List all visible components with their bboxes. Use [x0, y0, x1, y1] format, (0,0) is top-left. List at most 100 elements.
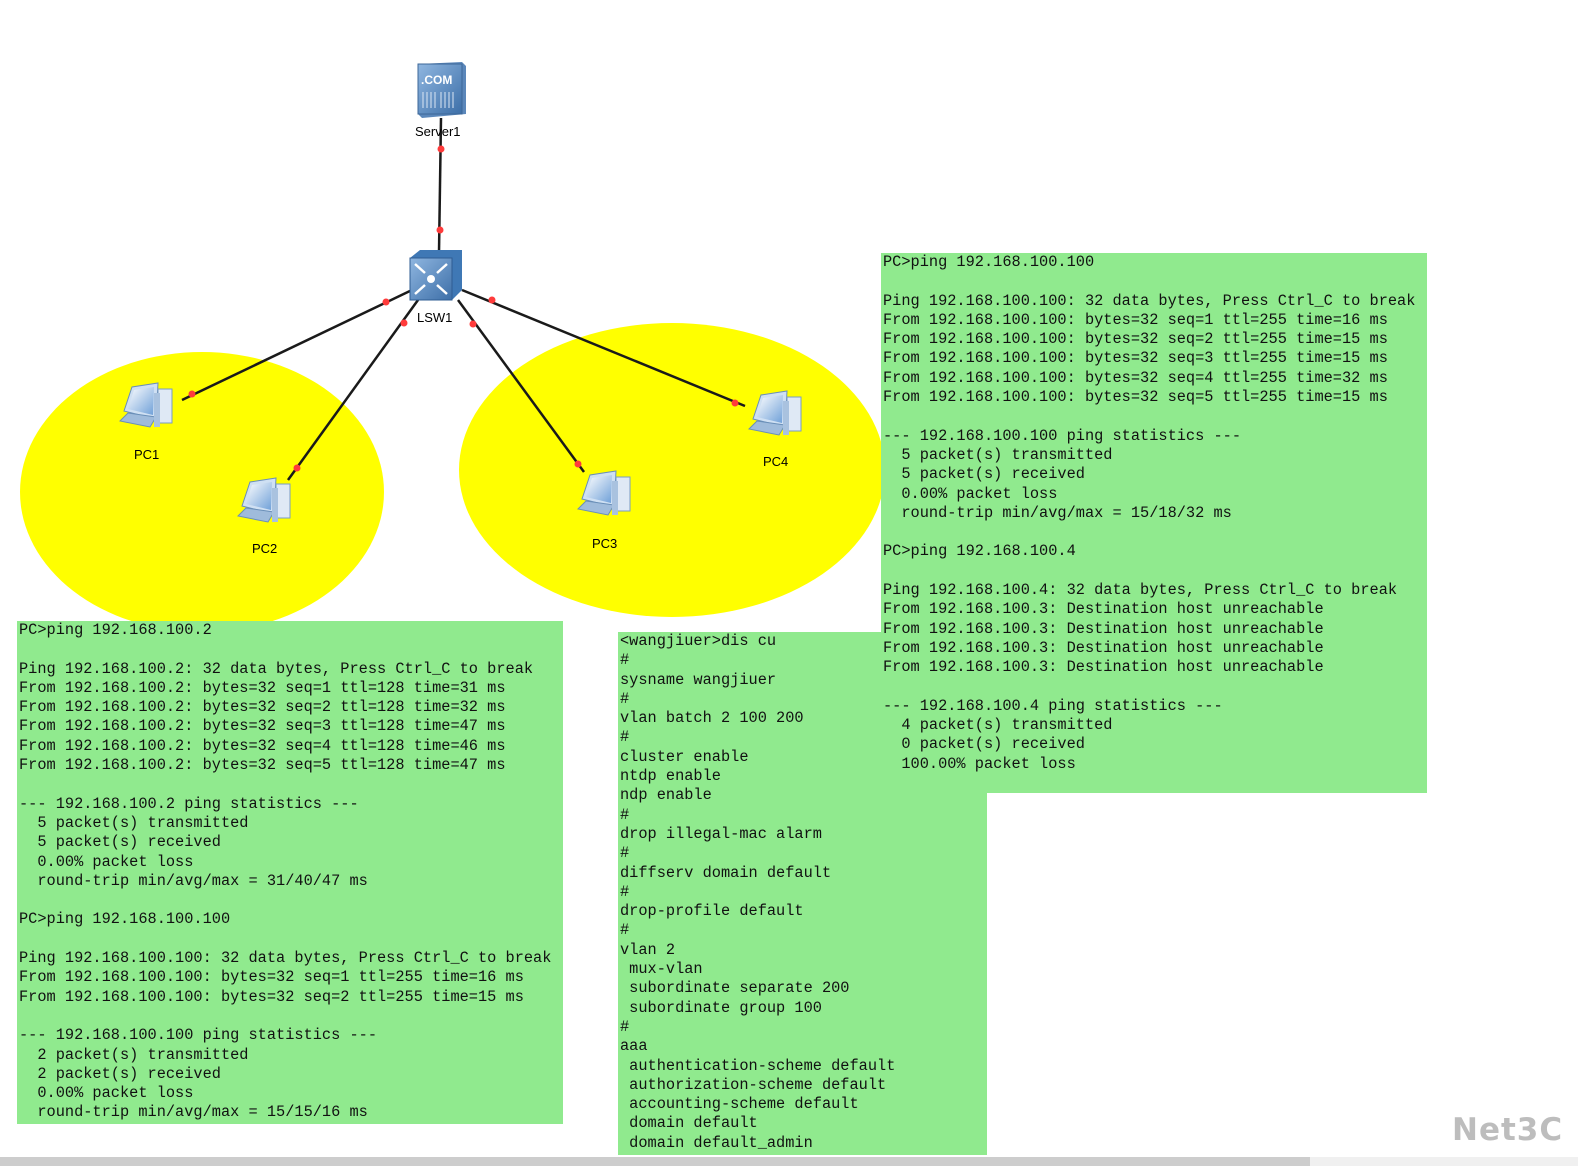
terminal-line: subordinate group 100	[620, 998, 822, 1017]
terminal-line	[883, 562, 1427, 581]
terminal-line	[19, 891, 563, 910]
link-lsw1-pc1[interactable]	[181, 288, 413, 402]
node-label: PC4	[763, 454, 788, 469]
terminal-line: Ping 192.168.100.100: 32 data bytes, Pre…	[19, 949, 552, 968]
server1-node[interactable]: .COM Server1	[415, 62, 466, 139]
terminal-line: <wangjiuer>dis cu	[620, 632, 777, 650]
terminal-line: #	[620, 1017, 630, 1036]
terminal-line: From 192.168.100.100: bytes=32 seq=3 ttl…	[883, 349, 1388, 368]
terminal-line: round-trip min/avg/max = 31/40/47 ms	[19, 871, 368, 890]
terminal-line: From 192.168.100.2: bytes=32 seq=3 ttl=1…	[19, 717, 506, 736]
terminal-line	[883, 272, 1427, 291]
terminal-line: round-trip min/avg/max = 15/15/16 ms	[19, 1103, 368, 1122]
server-badge: .COM	[421, 73, 452, 87]
terminal-line: From 192.168.100.100: bytes=32 seq=4 ttl…	[883, 368, 1388, 387]
terminal-line: vlan batch 2 100 200	[620, 709, 804, 728]
terminal-line: From 192.168.100.100: bytes=32 seq=1 ttl…	[19, 968, 524, 987]
terminal-line: #	[620, 651, 630, 670]
terminal-line: 100.00% packet loss	[883, 754, 1076, 773]
terminal-line: From 192.168.100.3: Destination host unr…	[883, 638, 1324, 657]
terminal-line: sysname wangjiuer	[620, 670, 777, 689]
terminal-line: PC>ping 192.168.100.4	[883, 542, 1076, 561]
terminal-line: subordinate separate 200	[620, 979, 850, 998]
terminal-line: From 192.168.100.2: bytes=32 seq=5 ttl=1…	[19, 756, 506, 775]
terminal-line: authorization-scheme default	[620, 1075, 887, 1094]
terminal-line: PC>ping 192.168.100.2	[19, 621, 212, 639]
port-markers	[188, 145, 739, 472]
node-label: PC3	[592, 536, 617, 551]
terminal-line	[883, 407, 1427, 426]
node-label: PC2	[252, 541, 277, 556]
terminal-line: From 192.168.100.100: bytes=32 seq=1 ttl…	[883, 310, 1388, 329]
server-icon: .COM	[417, 62, 466, 118]
terminal-line: #	[620, 882, 630, 901]
terminal-line: From 192.168.100.2: bytes=32 seq=1 ttl=1…	[19, 678, 506, 697]
terminal-line: 0 packet(s) received	[883, 735, 1085, 754]
terminal-line: PC>ping 192.168.100.100	[19, 910, 231, 929]
area-right	[459, 323, 885, 617]
terminal-line: From 192.168.100.2: bytes=32 seq=2 ttl=1…	[19, 698, 506, 717]
terminal-line: 5 packet(s) transmitted	[19, 813, 249, 832]
terminal-line: #	[620, 689, 630, 708]
terminal-line	[883, 523, 1427, 542]
terminal-line: ntdp enable	[620, 767, 721, 786]
terminal-line: mux-vlan	[620, 960, 703, 979]
terminal-line: From 192.168.100.3: Destination host unr…	[883, 658, 1324, 677]
node-label: PC1	[134, 447, 159, 462]
terminal-line: authentication-scheme default	[620, 1056, 896, 1075]
pc2-node[interactable]: PC2	[237, 477, 291, 556]
terminal-line: --- 192.168.100.100 ping statistics ---	[19, 1026, 378, 1045]
terminal-line: 2 packet(s) transmitted	[19, 1045, 249, 1064]
terminal-line: drop-profile default	[620, 902, 804, 921]
terminal-line: Ping 192.168.100.4: 32 data bytes, Press…	[883, 581, 1398, 600]
terminal-line: accounting-scheme default	[620, 1095, 859, 1114]
pc4-node[interactable]: PC4	[748, 390, 802, 469]
terminal-line: 5 packet(s) received	[19, 833, 221, 852]
terminal-line: round-trip min/avg/max = 15/18/32 ms	[883, 503, 1232, 522]
terminal-line: From 192.168.100.3: Destination host unr…	[883, 619, 1324, 638]
terminal-line: --- 192.168.100.4 ping statistics ---	[883, 696, 1223, 715]
terminal-line: --- 192.168.100.100 ping statistics ---	[883, 426, 1242, 445]
terminal-line: diffserv domain default	[620, 863, 832, 882]
terminal-line: PC>ping 192.168.100.100	[883, 253, 1095, 271]
terminal-line: aaa	[620, 1037, 648, 1056]
terminal-line: From 192.168.100.3: Destination host unr…	[883, 600, 1324, 619]
terminal-line: #	[620, 805, 630, 824]
terminal-line: #	[620, 728, 630, 747]
pc3-node[interactable]: PC3	[577, 470, 631, 551]
link-lsw1-pc4[interactable]	[461, 288, 746, 408]
net3c-watermark: Net3C	[1452, 1112, 1564, 1148]
terminal-line	[19, 775, 563, 794]
terminal-line: vlan 2	[620, 940, 676, 959]
pc1-node[interactable]: PC1	[119, 382, 173, 462]
terminal-line: 5 packet(s) transmitted	[883, 445, 1113, 464]
terminal-line: Ping 192.168.100.100: 32 data bytes, Pre…	[883, 291, 1416, 310]
node-label: LSW1	[417, 310, 452, 325]
terminal-line: From 192.168.100.100: bytes=32 seq=2 ttl…	[883, 330, 1388, 349]
terminal-line: 4 packet(s) transmitted	[883, 716, 1113, 735]
terminal-line: domain default_admin	[620, 1133, 813, 1152]
terminal-line: Ping 192.168.100.2: 32 data bytes, Press…	[19, 659, 534, 678]
terminal-line: 0.00% packet loss	[19, 1084, 194, 1103]
terminal-line: --- 192.168.100.2 ping statistics ---	[19, 794, 359, 813]
terminal-line: drop illegal-mac alarm	[620, 824, 822, 843]
area-left	[20, 352, 384, 632]
link-lsw1-pc3[interactable]	[456, 299, 586, 473]
link-lsw1-pc2[interactable]	[286, 299, 420, 481]
lsw1-node[interactable]: LSW1	[409, 250, 462, 325]
terminal-line: 5 packet(s) received	[883, 465, 1085, 484]
terminal-line	[883, 678, 1427, 697]
terminal-line: #	[620, 844, 630, 863]
terminal-line: 2 packet(s) received	[19, 1064, 221, 1083]
terminal-line: From 192.168.100.2: bytes=32 seq=4 ttl=1…	[19, 736, 506, 755]
terminal-line	[19, 1007, 563, 1026]
scrollbar-thumb[interactable]	[0, 1157, 1310, 1166]
terminal-line: cluster enable	[620, 747, 749, 766]
horizontal-scrollbar[interactable]	[0, 1157, 1578, 1166]
node-label: Server1	[415, 124, 461, 139]
terminal-line	[19, 640, 563, 659]
terminal-line: 0.00% packet loss	[883, 484, 1058, 503]
